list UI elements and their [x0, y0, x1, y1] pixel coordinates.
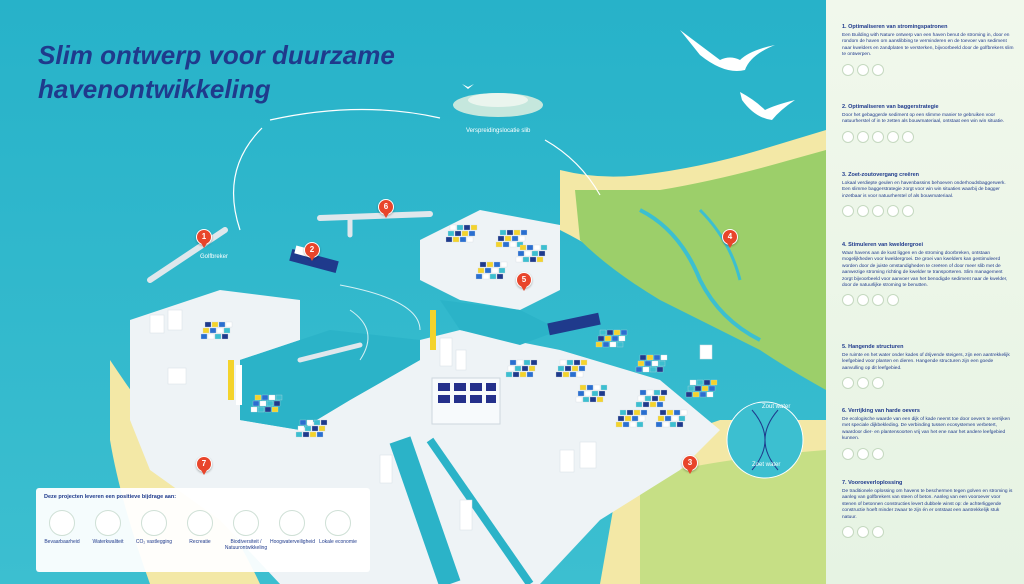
section-text: Door het gebaggerde sediment op een slim… — [842, 113, 1005, 125]
marker-2[interactable]: 2 — [304, 242, 320, 261]
water-drop-icon — [857, 63, 869, 76]
leaf-icon — [842, 447, 854, 460]
ship-icon — [842, 130, 854, 143]
wave-wall-icon — [279, 510, 305, 536]
section-1: 1. Optimaliseren van stromingspatronen E… — [842, 24, 1014, 76]
wave-icon — [887, 294, 899, 307]
marker-6[interactable]: 6 — [378, 199, 394, 218]
section-title: 4. Stimuleren van kweldergroei — [842, 242, 924, 248]
sediment-location-label: Verspreidingslocatie slib — [466, 128, 531, 134]
section-title: 6. Verrijking van harde oevers — [842, 408, 920, 414]
breakwater-label: Golfbreker — [200, 254, 229, 260]
leaf-icon — [842, 294, 854, 307]
legend-item: Biodiversiteit / Natuurontwikkeling — [224, 510, 268, 551]
legend-item: CO₂ vastlegging — [132, 510, 176, 545]
section-title: 3. Zoet-zoutovergang creëren — [842, 172, 920, 178]
section-icons — [842, 294, 1014, 307]
section-icons — [842, 205, 1014, 218]
marker-7[interactable]: 7 — [196, 456, 212, 475]
section-text: Een Building with Nature ontwerp van een… — [842, 33, 1014, 58]
section-text: Waar havens aan de kust liggen en de str… — [842, 251, 1008, 289]
section-2: 2. Optimaliseren van baggerstrategie Doo… — [842, 104, 1014, 143]
marker-3[interactable]: 3 — [682, 455, 698, 474]
water-drop-icon — [857, 377, 869, 390]
leaf-icon — [842, 63, 854, 76]
section-icons — [842, 526, 1014, 539]
section-icons — [842, 63, 1014, 76]
fresh-water-label: Zoet water — [752, 462, 781, 468]
section-text: De ruimte en het water onder kades of dr… — [842, 353, 1010, 371]
legend-item: Bevaarbaarheid — [40, 510, 84, 545]
water-drop-icon — [857, 526, 869, 539]
leaf-icon — [872, 205, 884, 218]
legend-item: Recreatie — [178, 510, 222, 545]
swimmer-icon — [187, 510, 213, 536]
co2-icon — [887, 130, 899, 143]
co2-icon — [857, 205, 869, 218]
legend-item: Lokale economie — [316, 510, 360, 545]
leaf-bird-icon — [233, 510, 259, 536]
marker-4[interactable]: 4 — [722, 229, 738, 248]
section-4: 4. Stimuleren van kweldergroei Waar have… — [842, 242, 1014, 307]
harbor-illustration — [0, 0, 826, 584]
legend-item: Hoogwaterveiligheid — [270, 510, 315, 545]
section-text: De traditionele oplossing om havens te b… — [842, 489, 1013, 520]
water-drop-icon — [857, 447, 869, 460]
section-icons — [842, 130, 1014, 143]
water-drop-icon — [872, 294, 884, 307]
euro-icon — [325, 510, 351, 536]
explanation-panel: 1. Optimaliseren van stromingspatronen E… — [826, 0, 1024, 584]
section-icons — [842, 447, 1014, 460]
water-drop-icon — [872, 130, 884, 143]
marker-1[interactable]: 1 — [196, 229, 212, 248]
leaf-icon — [842, 377, 854, 390]
leaf-icon — [842, 526, 854, 539]
legend-heading: Deze projecten leveren een positieve bij… — [44, 494, 177, 500]
co2-icon — [872, 447, 884, 460]
water-drop-icon — [842, 205, 854, 218]
euro-icon — [902, 130, 914, 143]
bird-icon — [872, 377, 884, 390]
bird-icon — [887, 205, 899, 218]
section-title: 5. Hangende structuren — [842, 344, 904, 350]
leaf-icon — [857, 130, 869, 143]
section-icons — [842, 377, 1014, 390]
wave-icon — [872, 526, 884, 539]
section-title: 7. Vooroeverloplossing — [842, 480, 903, 486]
section-title: 1. Optimaliseren van stromingspatronen — [842, 24, 948, 30]
co2-icon — [141, 510, 167, 536]
co2-icon — [857, 294, 869, 307]
euro-icon — [902, 205, 914, 218]
salt-water-label: Zout water — [762, 404, 791, 410]
legend-item: Waterkwaliteit — [86, 510, 130, 545]
section-5: 5. Hangende structuren De ruimte en het … — [842, 344, 1014, 390]
section-text: De ecologische waarde van een dijk of ka… — [842, 417, 1010, 442]
section-7: 7. Vooroeverloplossing De traditionele o… — [842, 480, 1014, 539]
ship-icon — [49, 510, 75, 536]
marker-5[interactable]: 5 — [516, 272, 532, 291]
water-drop-icon — [95, 510, 121, 536]
ship-icon — [872, 63, 884, 76]
section-6: 6. Verrijking van harde oevers De ecolog… — [842, 408, 1014, 460]
section-3: 3. Zoet-zoutovergang creëren Lokaal verd… — [842, 172, 1014, 218]
contribution-legend: Deze projecten leveren een positieve bij… — [36, 488, 370, 572]
section-text: Lokaal verdiepte geulen en havenbassins … — [842, 181, 1006, 199]
section-title: 2. Optimaliseren van baggerstrategie — [842, 104, 939, 110]
